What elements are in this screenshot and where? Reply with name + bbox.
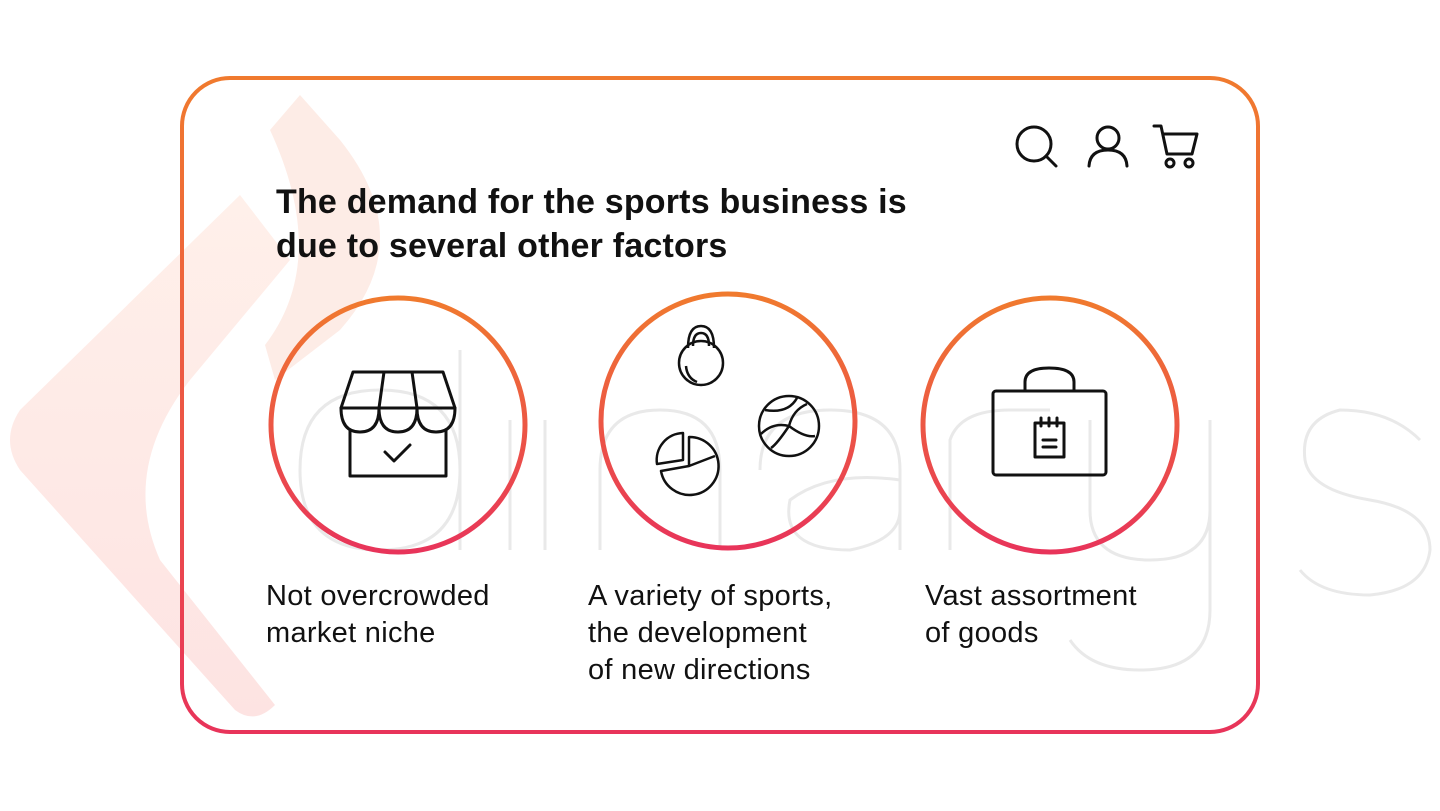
kettlebell-icon [677, 324, 725, 387]
factor-circle-sports-variety [593, 286, 863, 556]
search-icon[interactable] [1010, 120, 1062, 172]
volleyball-icon [757, 394, 821, 458]
pie-chart-icon [655, 431, 720, 497]
factor-circle-assortment [915, 290, 1185, 560]
page-title: The demand for the sports business is du… [276, 180, 1036, 268]
factor-caption-3: Vast assortment of goods [925, 580, 1137, 649]
title-line-1: The demand for the sports business is [276, 183, 907, 221]
factor-caption-1: Not overcrowded market niche [266, 580, 490, 649]
user-icon[interactable] [1082, 120, 1134, 172]
factor-caption-2: A variety of sports, the development of … [588, 580, 833, 686]
storefront-icon [339, 370, 457, 478]
factor-circle-market-niche [263, 290, 533, 560]
cart-icon[interactable] [1150, 120, 1202, 172]
header-icons [1010, 120, 1200, 172]
title-line-2: due to several other factors [276, 227, 728, 265]
shopping-bag-icon [991, 366, 1108, 477]
